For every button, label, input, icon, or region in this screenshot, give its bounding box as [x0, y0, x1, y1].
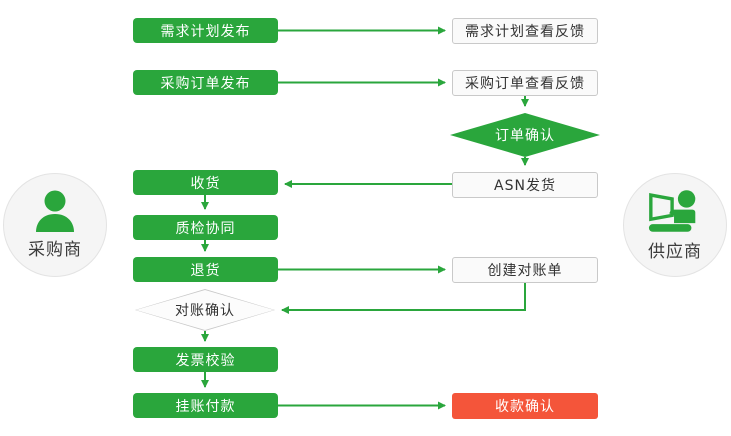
node-order-confirm-label: 订单确认 [495, 128, 555, 144]
node-create-statement-label: 创建对账单 [487, 263, 563, 279]
node-return-goods-label: 退货 [190, 262, 221, 279]
node-demand-plan-publish: 需求计划发布 [133, 18, 278, 43]
node-quality-check-label: 质检协同 [175, 220, 236, 237]
node-po-feedback-label: 采购订单查看反馈 [465, 76, 585, 92]
node-receipt-confirm: 收款确认 [452, 393, 598, 419]
supplier-person-laptop-icon [648, 189, 696, 232]
node-receive: 收货 [133, 170, 278, 195]
node-receipt-confirm-label: 收款确认 [495, 399, 555, 415]
buyer-person-icon [36, 190, 74, 232]
node-statement-confirm-label: 对账确认 [175, 303, 235, 319]
node-invoice-verify: 发票校验 [133, 347, 278, 372]
node-demand-plan-feedback-label: 需求计划查看反馈 [465, 24, 585, 40]
node-payment-label: 挂账付款 [175, 398, 236, 415]
connector-statement-to-stmt-confirm [281, 283, 526, 314]
node-po-publish: 采购订单发布 [133, 70, 278, 95]
node-receive-label: 收货 [190, 175, 221, 192]
node-demand-plan-publish-label: 需求计划发布 [160, 23, 251, 40]
node-invoice-verify-label: 发票校验 [175, 352, 236, 369]
actor-supplier-label: 供应商 [648, 241, 702, 262]
node-asn-ship: ASN发货 [452, 172, 598, 198]
node-po-feedback: 采购订单查看反馈 [452, 70, 598, 96]
node-create-statement: 创建对账单 [452, 257, 598, 283]
actor-supplier: 供应商 [623, 173, 727, 277]
node-demand-plan-feedback: 需求计划查看反馈 [452, 18, 598, 44]
node-quality-check: 质检协同 [133, 215, 278, 240]
actor-buyer: 采购商 [3, 173, 107, 277]
node-po-publish-label: 采购订单发布 [160, 75, 251, 92]
node-payment: 挂账付款 [133, 393, 278, 418]
node-asn-ship-label: ASN发货 [494, 178, 556, 194]
actor-buyer-label: 采购商 [28, 240, 82, 260]
node-return-goods: 退货 [133, 257, 278, 282]
